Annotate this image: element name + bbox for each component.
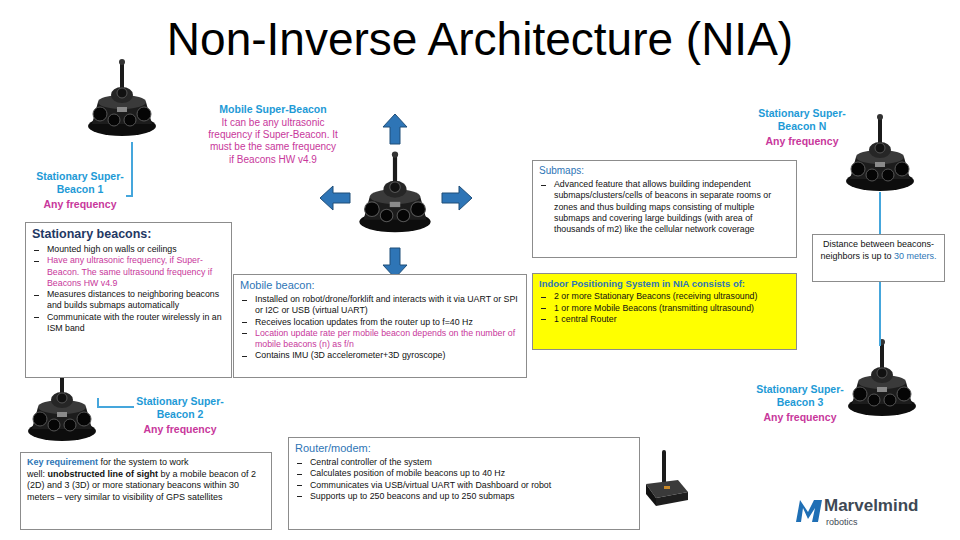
beacon-label: Stationary Super-Beacon 2 bbox=[130, 395, 230, 421]
list-item: Contains IMU (3D accelerometer+3D gyrosc… bbox=[240, 350, 520, 361]
beacon-label: Mobile Super-Beacon bbox=[208, 103, 338, 116]
beacon-label: It can be any ultrasonic frequency if Su… bbox=[208, 117, 338, 166]
bullet-dash bbox=[34, 250, 39, 251]
list-text: Supports up to 250 beacons and up to 250… bbox=[310, 491, 633, 502]
list-item: Location update rate per mobile beacon d… bbox=[240, 328, 520, 351]
bullet-dash bbox=[297, 463, 302, 464]
bullet-dash bbox=[541, 185, 546, 186]
list-text: Installed on robot/drone/forklift and in… bbox=[255, 294, 520, 317]
distance-line bbox=[879, 192, 881, 234]
bullet-dash bbox=[541, 297, 546, 298]
bullet-dash bbox=[242, 333, 247, 334]
router-illustration bbox=[646, 450, 688, 506]
list-text: Calculates position of mobile beacons up… bbox=[310, 468, 633, 479]
list-text: Advanced feature that allows building in… bbox=[554, 179, 790, 235]
list-text: Communicate with the router wirelessly i… bbox=[47, 312, 225, 335]
list-item: Supports up to 250 beacons and up to 250… bbox=[295, 491, 633, 502]
list-item: 1 or more Mobile Beacons (transmitting u… bbox=[539, 303, 790, 314]
text-run: 30 meters. bbox=[894, 251, 937, 261]
bullet-dash bbox=[242, 322, 247, 323]
logo-mark bbox=[796, 500, 822, 522]
stationary-beacon bbox=[848, 339, 916, 416]
leader-line bbox=[98, 398, 134, 407]
beacon-label: Any frequency bbox=[30, 198, 130, 211]
router-antenna bbox=[662, 450, 666, 484]
list-item: Calculates position of mobile beacons up… bbox=[295, 468, 633, 479]
list-item: Measures distances to neighboring beacon… bbox=[32, 289, 225, 312]
list-item: Central controller of the system bbox=[295, 457, 633, 468]
bullet-dash bbox=[242, 300, 247, 301]
movement-arrow bbox=[320, 186, 350, 210]
router-side bbox=[646, 484, 656, 506]
distance-line bbox=[879, 282, 881, 346]
list-text: Receives location updates from the route… bbox=[255, 317, 520, 328]
beacon-label: Stationary Super-Beacon 3 bbox=[748, 383, 852, 409]
info-box: Router/modem: Central controller of the s… bbox=[288, 437, 640, 530]
list-text: Have any ultrasonic frequency, if Super-… bbox=[47, 255, 225, 289]
box-heading: Stationary beacons: bbox=[32, 227, 225, 242]
bullet-dash bbox=[297, 474, 302, 475]
bullet-dash bbox=[297, 496, 302, 497]
highlight-box: Indoor Positioning System in NIA consist… bbox=[532, 273, 797, 350]
list-text: 1 central Router bbox=[554, 314, 790, 325]
info-box: Distance between beacons-neighbors is up… bbox=[812, 234, 945, 282]
bullet-dash bbox=[541, 308, 546, 309]
list-text: Location update rate per mobile beacon d… bbox=[255, 328, 520, 351]
info-box: Stationary beacons: Mounted high on walls… bbox=[25, 222, 232, 378]
bullet-dash bbox=[541, 319, 546, 320]
box-heading: Submaps: bbox=[539, 165, 790, 177]
list-item: Mounted high on walls or ceilings bbox=[32, 244, 225, 255]
bullet-dash bbox=[297, 485, 302, 486]
box-heading: Router/modem: bbox=[295, 442, 633, 455]
box-heading: Indoor Positioning System in NIA consist… bbox=[539, 278, 790, 289]
info-box: Mobile beacon: Installed on robot/drone/f… bbox=[233, 274, 527, 378]
list-text: Mounted high on walls or ceilings bbox=[47, 244, 225, 255]
bullet-dash bbox=[242, 356, 247, 357]
leader-line bbox=[126, 142, 132, 196]
beacon-label: Any frequency bbox=[752, 135, 852, 148]
list-item: 1 central Router bbox=[539, 314, 790, 325]
bullet-dash bbox=[34, 295, 39, 296]
list-item: Communicates via USB/virtual UART with D… bbox=[295, 480, 633, 491]
bullet-dash bbox=[34, 317, 39, 318]
list-text: Communicates via USB/virtual UART with D… bbox=[310, 480, 633, 491]
list-item: 2 or more Stationary Beacons (receiving … bbox=[539, 291, 790, 302]
beacon-label: Any frequency bbox=[748, 411, 852, 424]
list-text: 2 or more Stationary Beacons (receiving … bbox=[554, 291, 790, 302]
bullet-dash bbox=[34, 261, 39, 262]
logo-text: robotics bbox=[826, 517, 906, 528]
list-text: Measures distances to neighboring beacon… bbox=[47, 289, 225, 312]
movement-arrow bbox=[383, 114, 407, 144]
mobile-beacon bbox=[359, 151, 430, 232]
list-text: 1 or more Mobile Beacons (transmitting u… bbox=[554, 303, 790, 314]
list-item: Have any ultrasonic frequency, if Super-… bbox=[32, 255, 225, 289]
box-heading: Mobile beacon: bbox=[240, 279, 520, 292]
list-item: Receives location updates from the route… bbox=[240, 317, 520, 328]
router-led bbox=[664, 486, 670, 489]
stationary-beacon bbox=[846, 114, 914, 191]
beacon-label: Stationary Super-Beacon 1 bbox=[30, 170, 130, 196]
list-item: Advanced feature that allows building in… bbox=[539, 179, 790, 235]
info-box: Submaps: Advanced feature that allows bui… bbox=[532, 160, 797, 258]
list-text: Contains IMU (3D accelerometer+3D gyrosc… bbox=[255, 350, 520, 361]
beacon-label: Any frequency bbox=[130, 423, 230, 436]
text-run: unobstructed line of sight bbox=[48, 469, 159, 479]
text-run: Key requirement bbox=[27, 457, 98, 467]
beacon-label: Stationary Super-Beacon N bbox=[752, 107, 852, 133]
list-item: Installed on robot/drone/forklift and in… bbox=[240, 294, 520, 317]
router-front bbox=[656, 492, 688, 506]
stationary-beacon bbox=[88, 59, 156, 136]
diagram-title: Non-Inverse Architecture (NIA) bbox=[0, 12, 960, 66]
logo-text: Marvelmind bbox=[824, 496, 954, 517]
info-box: Key requirementfor the system to work we… bbox=[20, 452, 272, 530]
movement-arrow bbox=[442, 186, 472, 210]
list-item: Communicate with the router wirelessly i… bbox=[32, 312, 225, 335]
list-text: Central controller of the system bbox=[310, 457, 633, 468]
